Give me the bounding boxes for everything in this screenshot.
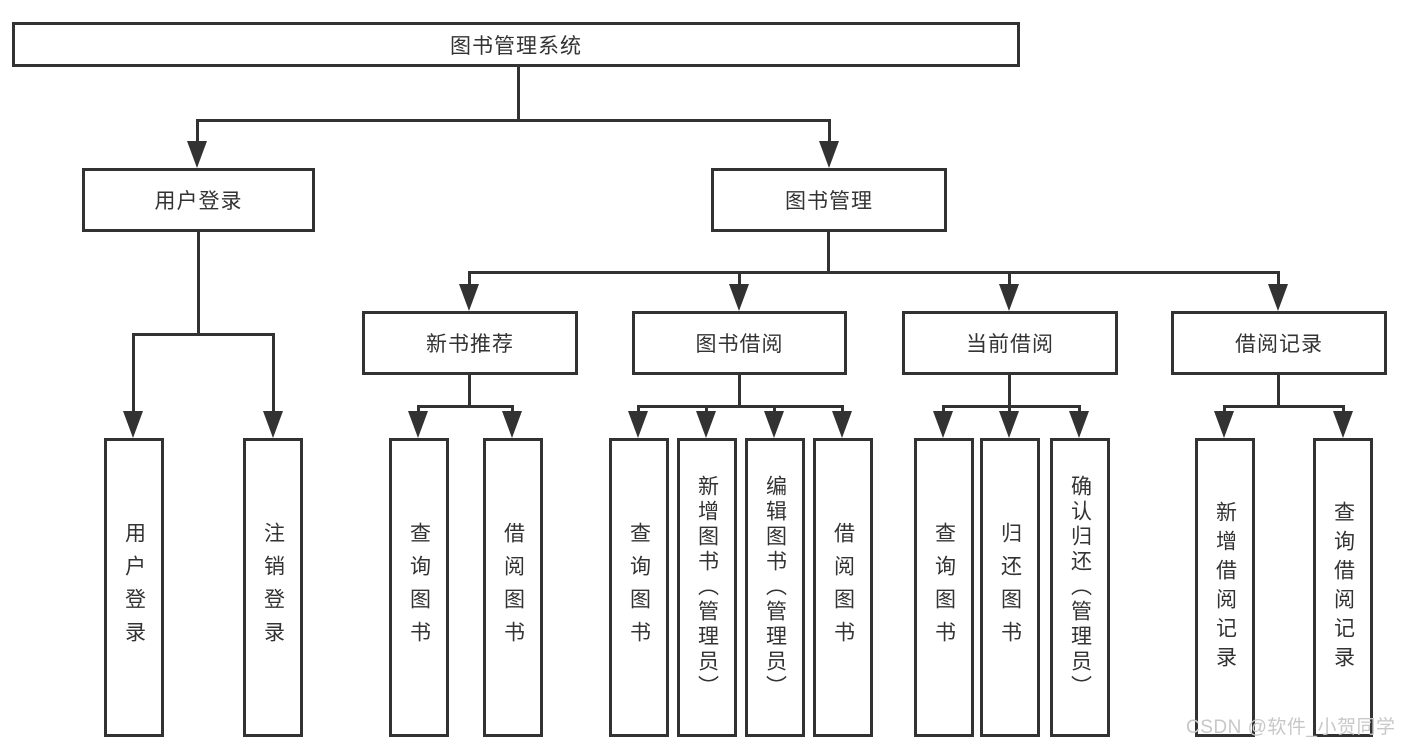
leaf-borrow-query-label: 查询图书	[627, 521, 651, 654]
node-current-borrow: 当前借阅	[902, 311, 1118, 375]
arrowhead-icon	[696, 411, 716, 438]
leaf-borrow-query: 查询图书	[609, 438, 669, 737]
leaf-newbooks-query: 查询图书	[389, 438, 449, 737]
leaf-current-return-label: 归还图书	[998, 521, 1022, 654]
connector-line	[132, 333, 275, 336]
node-current-borrow-label: 当前借阅	[966, 333, 1054, 356]
leaf-borrow-edit: 编辑图书（管理员）	[745, 438, 805, 737]
node-new-books-label: 新书推荐	[426, 333, 514, 356]
arrowhead-icon	[999, 284, 1019, 311]
connector-line	[827, 232, 830, 274]
connector-line	[196, 119, 199, 151]
connector-line	[517, 66, 520, 120]
connector-line	[196, 119, 831, 122]
arrowhead-icon	[1268, 284, 1288, 311]
connector-line	[1223, 405, 1345, 408]
csdn-watermark: CSDN @软件_小贺同学	[1186, 717, 1396, 738]
connector-line	[468, 375, 471, 408]
arrowhead-icon	[819, 141, 839, 168]
arrowhead-icon	[502, 411, 522, 438]
connector-line	[738, 375, 741, 408]
node-book-mgmt: 图书管理	[711, 168, 947, 232]
connector-line	[828, 119, 831, 151]
arrowhead-icon	[1333, 411, 1353, 438]
connector-line	[1277, 375, 1280, 408]
arrowhead-icon	[999, 411, 1019, 438]
connector-line	[468, 271, 1280, 274]
leaf-borrow-add: 新增图书（管理员）	[677, 438, 737, 737]
node-book-borrow: 图书借阅	[632, 311, 847, 375]
node-user-login-label: 用户登录	[154, 190, 243, 213]
leaf-newbooks-borrow: 借阅图书	[483, 438, 543, 737]
arrowhead-icon	[123, 411, 143, 438]
arrowhead-icon	[187, 141, 207, 168]
arrowhead-icon	[832, 411, 852, 438]
arrowhead-icon	[729, 284, 749, 311]
node-book-borrow-label: 图书借阅	[695, 333, 784, 356]
leaf-logout-label: 注销登录	[261, 521, 285, 654]
leaf-borrow-borrow: 借阅图书	[813, 438, 873, 737]
node-new-books: 新书推荐	[362, 311, 578, 375]
leaf-newbooks-query-label: 查询图书	[407, 521, 431, 654]
arrowhead-icon	[408, 411, 428, 438]
connector-line	[132, 333, 135, 433]
connector-line	[272, 333, 275, 433]
arrowhead-icon	[1069, 411, 1089, 438]
leaf-borrow-add-label: 新增图书（管理员）	[695, 475, 719, 700]
arrowhead-icon	[263, 411, 283, 438]
leaf-current-confirm-label: 确认归还（管理员）	[1068, 475, 1092, 700]
node-borrow-records: 借阅记录	[1171, 311, 1387, 375]
node-book-mgmt-label: 图书管理	[785, 190, 873, 213]
leaf-borrow-borrow-label: 借阅图书	[831, 521, 855, 654]
arrowhead-icon	[628, 411, 648, 438]
connector-line	[1008, 375, 1011, 408]
arrowhead-icon	[933, 411, 953, 438]
connector-line	[197, 232, 200, 334]
leaf-records-add: 新增借阅记录	[1195, 438, 1255, 737]
node-borrow-records-label: 借阅记录	[1235, 333, 1323, 356]
connector-line	[942, 405, 1081, 408]
leaf-records-add-label: 新增借阅记录	[1213, 500, 1237, 675]
leaf-logout: 注销登录	[243, 438, 303, 737]
leaf-current-confirm: 确认归还（管理员）	[1050, 438, 1110, 737]
leaf-user-login: 用户登录	[104, 438, 164, 737]
node-root-label: 图书管理系统	[450, 34, 582, 58]
arrowhead-icon	[459, 284, 479, 311]
node-user-login: 用户登录	[82, 168, 315, 232]
leaf-borrow-edit-label: 编辑图书（管理员）	[763, 475, 787, 700]
connector-line	[637, 405, 844, 408]
connector-line	[417, 405, 514, 408]
leaf-newbooks-borrow-label: 借阅图书	[501, 521, 525, 654]
arrowhead-icon	[764, 411, 784, 438]
arrowhead-icon	[1214, 411, 1234, 438]
leaf-records-query: 查询借阅记录	[1313, 438, 1373, 737]
leaf-current-query-label: 查询图书	[932, 521, 956, 654]
leaf-records-query-label: 查询借阅记录	[1331, 500, 1355, 675]
node-root: 图书管理系统	[12, 22, 1020, 67]
leaf-current-return: 归还图书	[980, 438, 1040, 737]
leaf-user-login-label: 用户登录	[122, 521, 146, 654]
leaf-current-query: 查询图书	[914, 438, 974, 737]
